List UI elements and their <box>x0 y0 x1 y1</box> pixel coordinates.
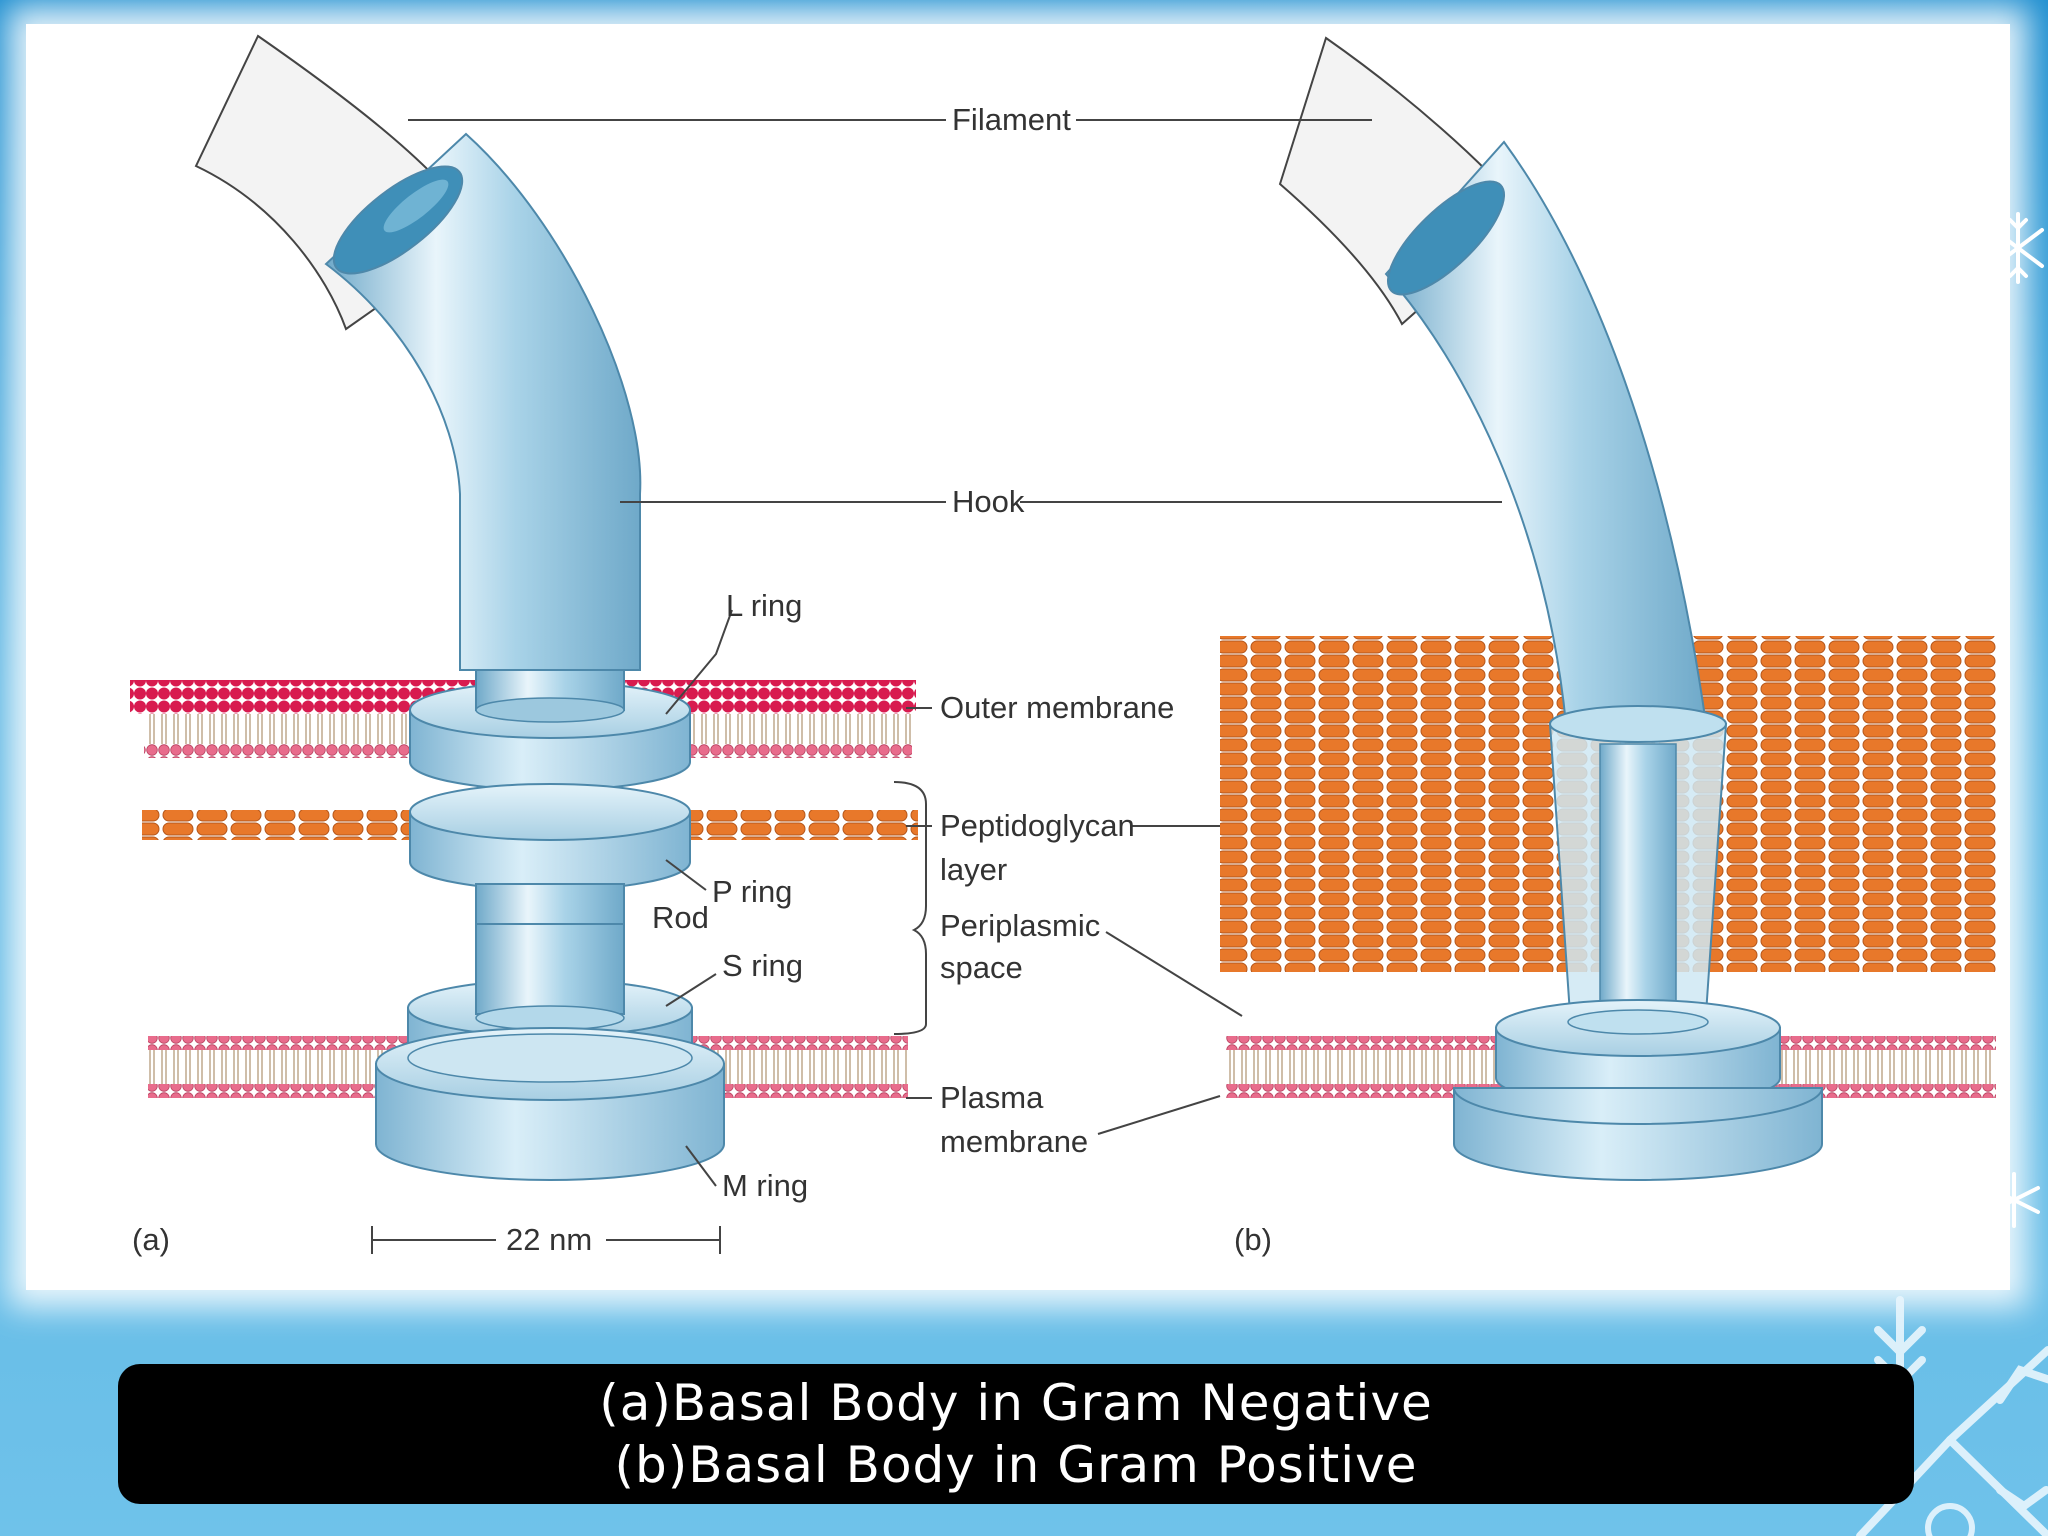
label-peptidoglycan-line1: Peptidoglycan <box>940 808 1135 843</box>
slide-panel: Filament Hook L ring Outer membrane Pept… <box>26 24 2010 1290</box>
leader-lines <box>371 119 1502 1254</box>
label-periplasmic-line1: Periplasmic <box>940 908 1100 943</box>
label-scale: 22 nm <box>506 1222 592 1257</box>
panel-b-flagellum <box>1278 36 1823 1181</box>
label-p-ring: P ring <box>712 874 792 909</box>
label-panel-b: (b) <box>1234 1222 1272 1257</box>
snowflake-icon <box>1992 212 2044 284</box>
label-m-ring: M ring <box>722 1168 808 1203</box>
label-rod: Rod <box>652 900 709 935</box>
flagellum-diagram: Filament Hook L ring Outer membrane Pept… <box>130 34 1996 1257</box>
caption-line-1: (a)Basal Body in Gram Negative <box>599 1374 1433 1432</box>
caption-box: (a)Basal Body in Gram Negative (b)Basal … <box>118 1364 1914 1504</box>
label-panel-a: (a) <box>132 1222 170 1257</box>
label-periplasmic-line2: space <box>940 950 1023 985</box>
label-filament: Filament <box>952 102 1071 137</box>
label-peptidoglycan-line2: layer <box>940 852 1007 887</box>
label-hook: Hook <box>952 484 1025 519</box>
label-outer-membrane: Outer membrane <box>940 690 1174 725</box>
panel-a-flagellum <box>194 34 725 1181</box>
label-s-ring: S ring <box>722 948 803 983</box>
caption-line-2: (b)Basal Body in Gram Positive <box>614 1436 1418 1494</box>
snowflake-icon <box>1988 1172 2040 1228</box>
label-plasma-line2: membrane <box>940 1124 1088 1159</box>
label-plasma-line1: Plasma <box>940 1080 1044 1115</box>
label-l-ring: L ring <box>726 588 802 623</box>
